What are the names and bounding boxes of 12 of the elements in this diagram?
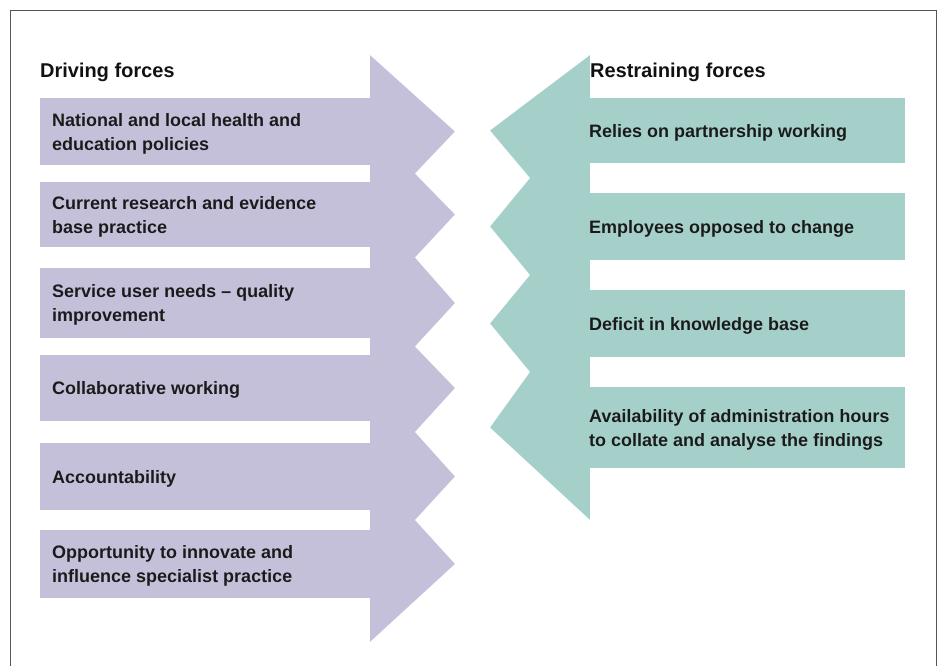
force-box: Collaborative working — [40, 355, 371, 421]
force-box: Service user needs – quality improvement — [40, 268, 371, 338]
force-box: Current research and evidence base practice — [40, 182, 371, 247]
force-box: Relies on partnership working — [589, 98, 905, 163]
column-heading: Restraining forces — [590, 60, 766, 83]
force-box: Deficit in knowledge base — [589, 290, 905, 357]
force-box: Opportunity to innovate and influence specialist practice — [40, 530, 371, 598]
force-box: Availability of administration hours to collate and analyse the findings — [589, 387, 905, 468]
force-box: National and local health and education policies — [40, 98, 371, 165]
force-box: Accountability — [40, 443, 371, 510]
column-heading: Driving forces — [40, 60, 174, 83]
force-box: Employees opposed to change — [589, 193, 905, 260]
